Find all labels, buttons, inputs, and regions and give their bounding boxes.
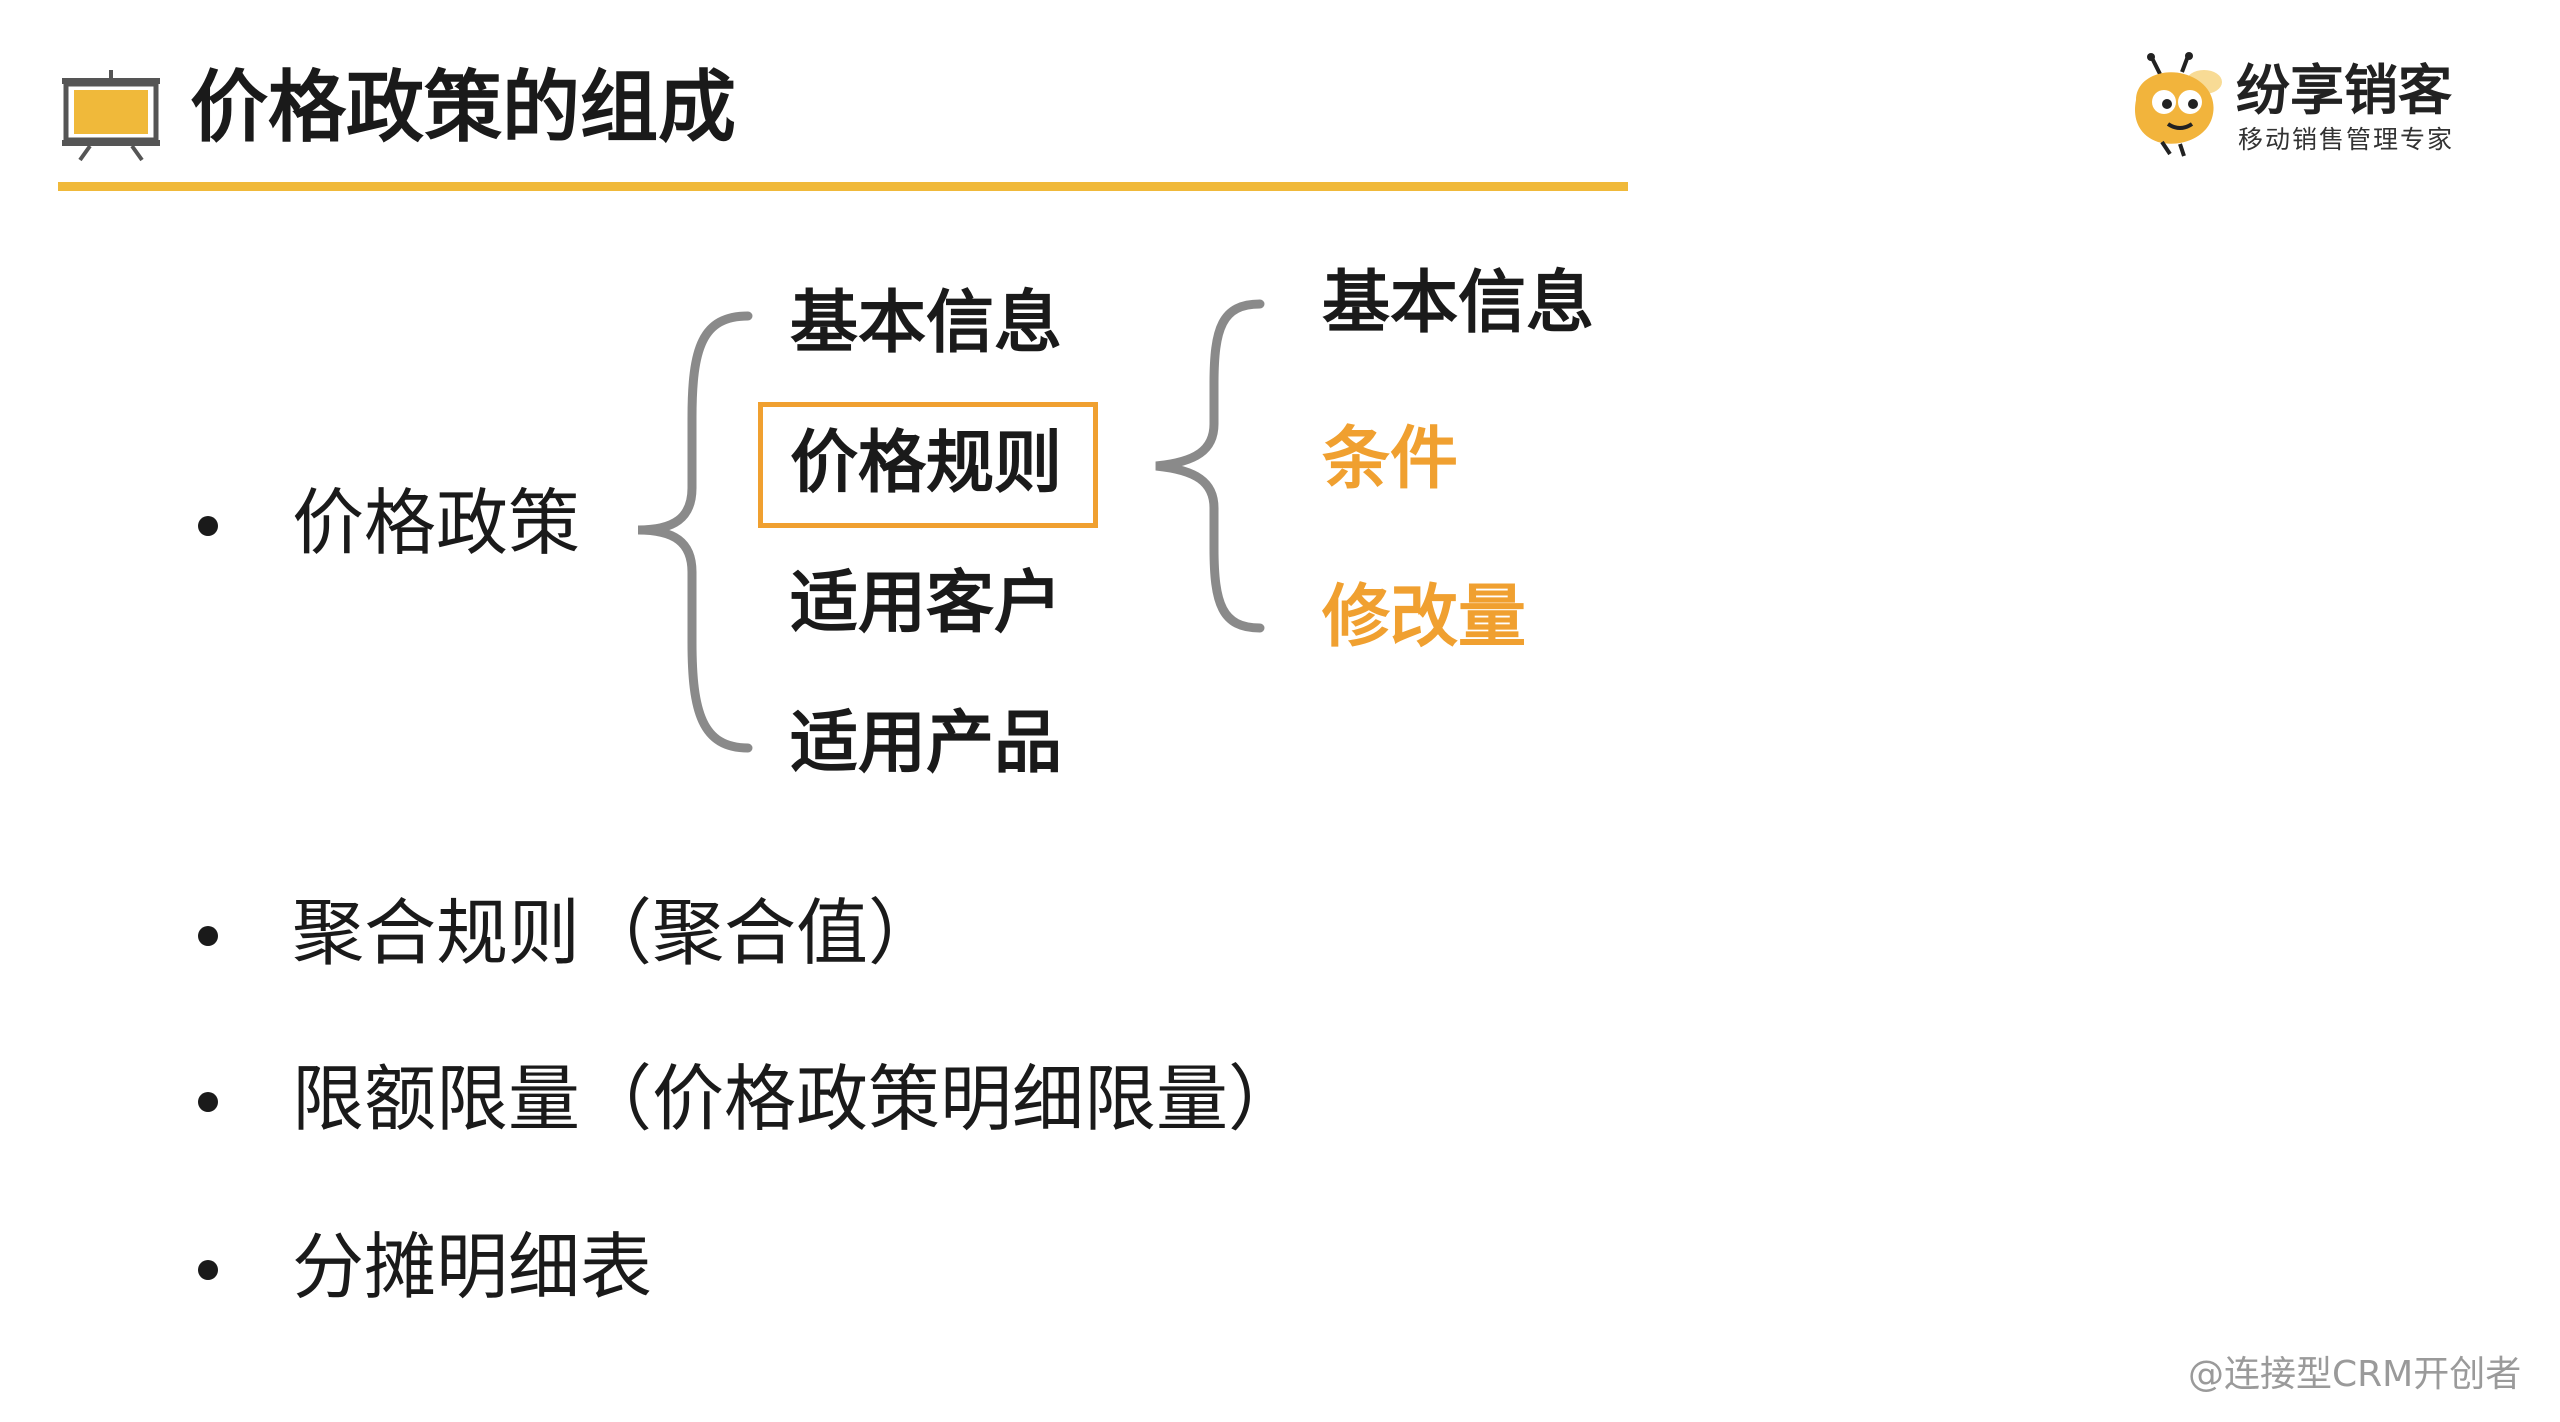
bullet-dot: [198, 1092, 218, 1112]
node-applicable-product: 适用产品: [790, 704, 1063, 783]
diagram-root: 价格政策: [292, 481, 581, 565]
bullet-allocation-detail: 分摊明细表: [292, 1225, 653, 1309]
bullet-dot: [198, 926, 218, 946]
brace-left: [637, 311, 753, 753]
watermark: @连接型CRM开创者: [2188, 1354, 2522, 1395]
node-price-rule: 价格规则: [790, 424, 1063, 503]
node-basic-info: 基本信息: [790, 284, 1063, 363]
node-condition: 条件: [1322, 420, 1459, 499]
node-rule-basic-info: 基本信息: [1322, 264, 1595, 343]
brand-tagline: 移动销售管理专家: [2238, 125, 2455, 154]
presentation-board-icon: [62, 70, 160, 162]
bullet-dot: [198, 516, 218, 536]
node-modification: 修改量: [1322, 578, 1527, 657]
title-divider: [58, 182, 1628, 191]
bee-mascot-icon: [2134, 52, 2222, 157]
bullet-quota-limit: 限额限量（价格政策明细限量）: [292, 1057, 1301, 1141]
page-title: 价格政策的组成: [190, 63, 737, 153]
bullet-dot: [198, 1260, 218, 1280]
brand-name: 纷享销客: [2236, 59, 2452, 122]
node-applicable-customer: 适用客户: [790, 564, 1063, 643]
brace-right: [1155, 299, 1265, 633]
highlight-box: [758, 402, 1098, 528]
bullet-aggregation-rule: 聚合规则（聚合值）: [292, 891, 941, 975]
